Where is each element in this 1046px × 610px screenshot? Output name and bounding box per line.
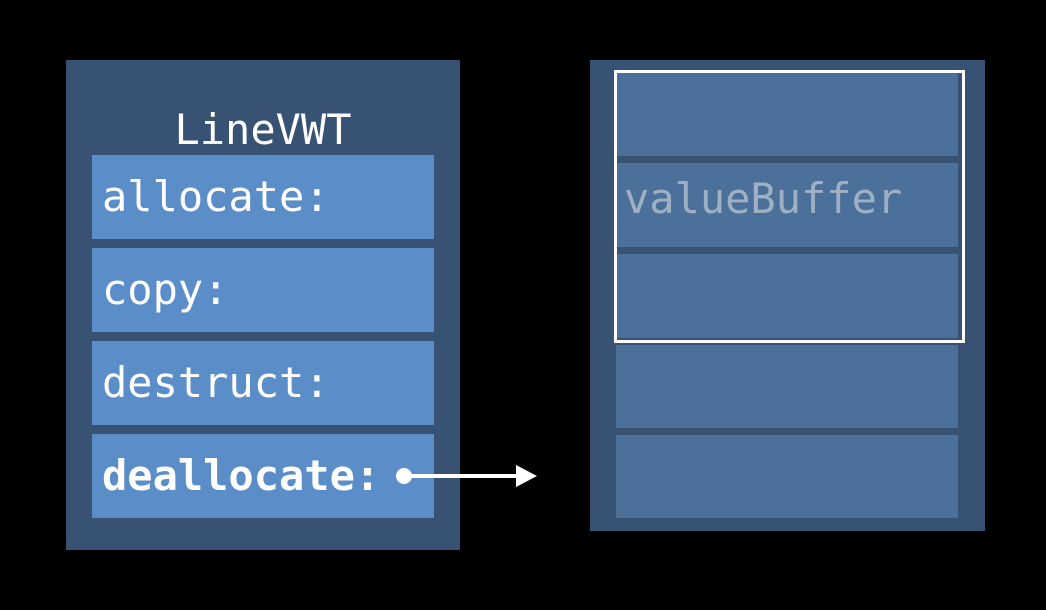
container-slot (616, 72, 958, 156)
container-slot (616, 435, 958, 518)
vwt-entry-allocate: allocate: (92, 155, 434, 239)
vwt-entry-copy: copy: (92, 248, 434, 332)
vwt-entry-label: deallocate: (102, 451, 381, 500)
value-buffer-outline (614, 70, 965, 343)
container-slot (616, 254, 958, 338)
vwt-entry-label: destruct: (102, 358, 330, 407)
vwt-entry-label: allocate: (102, 172, 330, 221)
value-buffer-label: valueBuffer (624, 174, 903, 223)
container-slot (616, 345, 958, 428)
existential-container: valueBuffer (590, 60, 985, 531)
vwt-title: LineVWT (174, 105, 352, 154)
container-slot (616, 163, 958, 247)
vwt-entry-destruct: destruct: (92, 341, 434, 425)
vwt-entry-deallocate: deallocate: (92, 434, 434, 518)
vwt-entry-label: copy: (102, 265, 229, 314)
value-witness-table: LineVWT allocate: copy: destruct: deallo… (66, 60, 460, 550)
arrow-head-icon (516, 465, 537, 487)
